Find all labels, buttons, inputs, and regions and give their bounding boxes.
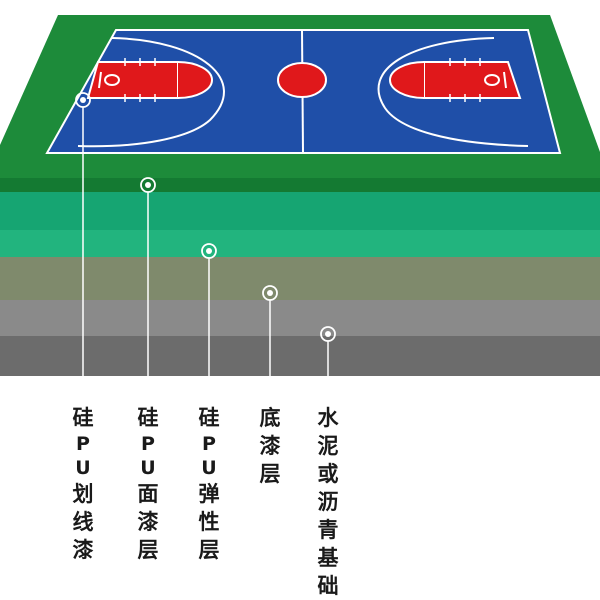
layer-primer	[0, 298, 600, 336]
layer-elastic	[0, 255, 600, 300]
left-key	[86, 61, 179, 99]
left-lane-marks	[124, 58, 156, 102]
leader-line-primer	[262, 285, 278, 398]
layer-topcoat-highlight	[0, 230, 600, 257]
surface-front-edge	[0, 178, 600, 192]
right-free-throw-arc	[389, 61, 425, 99]
label-base: 水泥或沥青基础	[317, 406, 339, 598]
leader-line-elastic	[201, 243, 217, 398]
right-basket	[484, 74, 500, 86]
right-three-point-arc	[377, 37, 529, 147]
layer-base	[0, 334, 600, 376]
court-center-circle	[277, 62, 327, 98]
leader-line-top-coat	[140, 177, 156, 398]
leader-line-base	[320, 326, 336, 398]
right-backboard	[503, 71, 507, 89]
left-free-throw-arc	[177, 61, 213, 99]
left-basket	[104, 74, 120, 86]
left-backboard	[98, 71, 102, 89]
label-primer: 底漆层	[259, 406, 281, 486]
left-three-point-arc	[77, 37, 225, 148]
leader-line-line-paint	[75, 92, 91, 398]
right-lane-marks	[449, 58, 481, 102]
